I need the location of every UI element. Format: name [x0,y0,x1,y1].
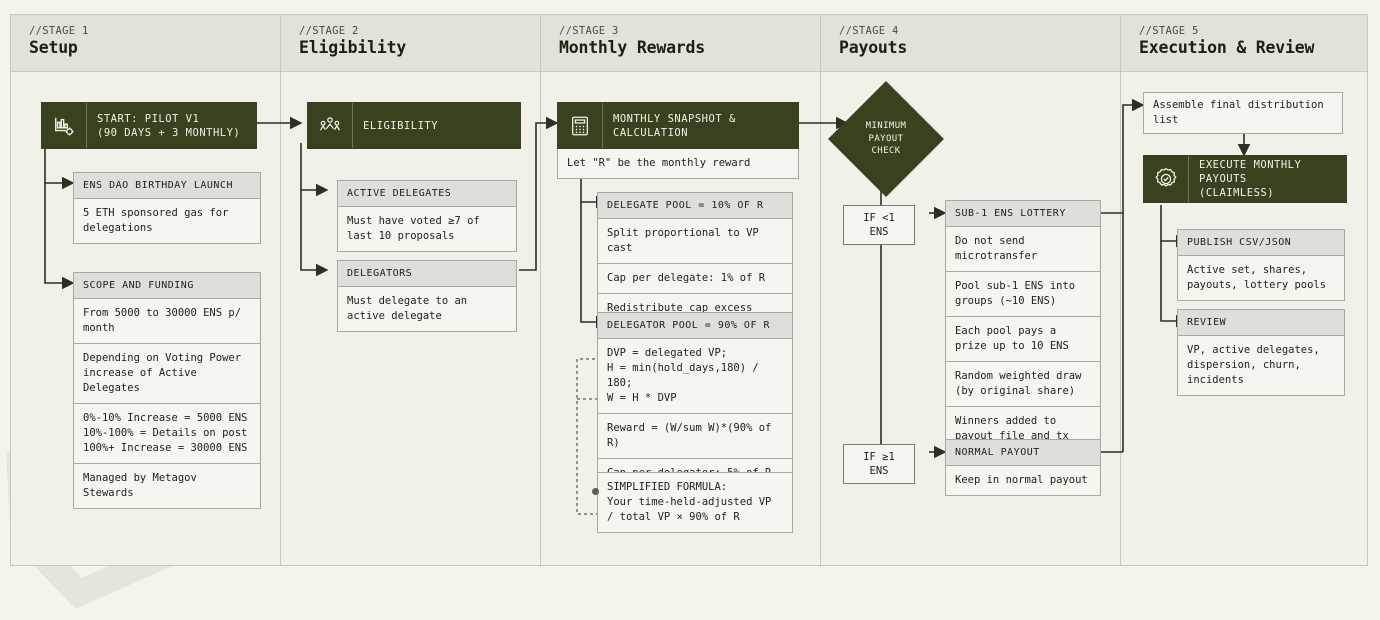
stage-column-4: //STAGE 4 Payouts MINIMUM PAYOUT CHECK I… [821,15,1121,565]
node-execute-label: EXECUTE MONTHLY PAYOUTS (CLAIMLESS) [1199,159,1302,199]
card-row: Pool sub-1 ENS into groups (~10 ENS) [946,272,1100,317]
people-group-icon [308,103,353,148]
stage-title: Eligibility [299,38,407,57]
stage-column-3: //STAGE 3 Monthly Rewards [541,15,821,565]
card-delegate-pool[interactable]: DELEGATE POOL = 10% OF R Split proportio… [597,192,793,324]
card-row: Must delegate to an active delegate [347,295,468,322]
stage-title: Execution & Review [1139,38,1315,57]
node-monthly-snapshot[interactable]: MONTHLY SNAPSHOT & CALCULATION [557,102,799,149]
card-header: ACTIVE DELEGATES [338,181,516,207]
stage-kicker: //STAGE 1 [29,25,89,37]
stage-header-2: //STAGE 2 Eligibility [281,15,540,72]
card-row: Do not send microtransfer [946,227,1100,272]
card-scope-and-funding[interactable]: SCOPE AND FUNDING From 5000 to 30000 ENS… [73,272,261,509]
node-monthly-snapshot-label: MONTHLY SNAPSHOT & CALCULATION [613,112,736,139]
note-body: Your time-held-adjusted VP / total VP × … [607,496,772,523]
card-row: 0%-10% Increase = 5000 ENS 10%-100% = De… [74,404,260,464]
note-title: SIMPLIFIED FORMULA: [607,481,728,493]
stage-body-5: Assemble final distribution list EXECUTE… [1121,72,1367,567]
node-eligibility[interactable]: ELIGIBILITY [307,102,521,149]
card-row: 5 ETH sponsored gas for delegations [83,207,229,234]
card-active-delegates[interactable]: ACTIVE DELEGATES Must have voted ≥7 of l… [337,180,517,252]
card-row: Active set, shares, payouts, lottery poo… [1187,264,1327,291]
stage-kicker: //STAGE 4 [839,25,899,37]
card-ens-dao-birthday-launch[interactable]: ENS DAO BIRTHDAY LAUNCH 5 ETH sponsored … [73,172,261,244]
stage-title: Monthly Rewards [559,38,706,57]
card-delegators[interactable]: DELEGATORS Must delegate to an active de… [337,260,517,332]
card-header: DELEGATORS [338,261,516,287]
card-header: SUB-1 ENS LOTTERY [946,201,1100,227]
card-row: VP, active delegates, dispersion, churn,… [1187,344,1320,386]
node-execute-monthly-payouts[interactable]: EXECUTE MONTHLY PAYOUTS (CLAIMLESS) [1143,155,1347,203]
card-header: DELEGATE POOL = 10% OF R [598,193,792,219]
note-simplified-formula: SIMPLIFIED FORMULA: Your time-held-adjus… [597,472,793,533]
branch-label-if-at-least-1-ens: IF ≥1 ENS [843,444,915,484]
stage-header-1: //STAGE 1 Setup [11,15,280,72]
node-eligibility-label: ELIGIBILITY [363,119,439,132]
card-row: Split proportional to VP cast [598,219,792,264]
card-normal-payout[interactable]: NORMAL PAYOUT Keep in normal payout [945,439,1101,496]
card-row: Cap per delegate: 1% of R [598,264,792,294]
stage-kicker: //STAGE 3 [559,25,619,37]
card-publish-csv-json[interactable]: PUBLISH CSV/JSON Active set, shares, pay… [1177,229,1345,301]
card-header: REVIEW [1178,310,1344,336]
stage-kicker: //STAGE 5 [1139,25,1199,37]
decision-label: MINIMUM PAYOUT CHECK [865,121,907,156]
stage-column-2: //STAGE 2 Eligibility ELIGIBILITY ACTIVE… [281,15,541,565]
card-row: Depending on Voting Power increase of Ac… [74,344,260,404]
stage-header-5: //STAGE 5 Execution & Review [1121,15,1367,72]
stage-title: Payouts [839,38,908,57]
stage-body-1: START: PILOT V1 (90 DAYS + 3 MONTHLY) EN… [11,72,280,567]
calculator-icon [558,103,603,148]
card-row: Each pool pays a prize up to 10 ENS [946,317,1100,362]
node-assemble-distribution-list[interactable]: Assemble final distribution list [1143,92,1343,134]
stage-title: Setup [29,38,78,57]
node-reward-definition: Let "R" be the monthly reward [557,149,799,179]
card-row: Must have voted ≥7 of last 10 proposals [347,215,480,242]
card-row: DVP = delegated VP; H = min(hold_days,18… [598,339,792,414]
node-start-pilot[interactable]: START: PILOT V1 (90 DAYS + 3 MONTHLY) [41,102,257,149]
bar-chart-gear-icon [42,103,87,148]
stage-body-2: ELIGIBILITY ACTIVE DELEGATES Must have v… [281,72,540,567]
stage-body-4: MINIMUM PAYOUT CHECK IF <1 ENS IF ≥1 ENS… [821,72,1120,567]
stage-header-4: //STAGE 4 Payouts [821,15,1120,72]
card-row: Redistribute cap excess [607,302,753,314]
stage-body-3: MONTHLY SNAPSHOT & CALCULATION Let "R" b… [541,72,820,567]
flowchart-board: //STAGE 1 Setup START: PILOT V1 (90 DAYS… [10,14,1368,566]
card-row: Random weighted draw (by original share) [946,362,1100,407]
stage-column-5: //STAGE 5 Execution & Review Assemble fi… [1121,15,1367,565]
card-row: From 5000 to 30000 ENS p/ month [74,299,260,344]
stage-kicker: //STAGE 2 [299,25,359,37]
card-header: SCOPE AND FUNDING [74,273,260,299]
branch-label-if-less-than-1-ens: IF <1 ENS [843,205,915,245]
node-start-pilot-label: START: PILOT V1 (90 DAYS + 3 MONTHLY) [97,112,241,139]
seal-check-icon [1144,156,1189,202]
card-row: Managed by Metagov Stewards [83,472,197,499]
card-row: Reward = (W/sum W)*(90% of R) [598,414,792,459]
card-header: PUBLISH CSV/JSON [1178,230,1344,256]
card-header: ENS DAO BIRTHDAY LAUNCH [74,173,260,199]
card-row: Keep in normal payout [955,474,1088,486]
card-review[interactable]: REVIEW VP, active delegates, dispersion,… [1177,309,1345,396]
stage-header-3: //STAGE 3 Monthly Rewards [541,15,820,72]
card-header: NORMAL PAYOUT [946,440,1100,466]
card-sub-1-ens-lottery[interactable]: SUB-1 ENS LOTTERY Do not send microtrans… [945,200,1101,467]
stage-column-1: //STAGE 1 Setup START: PILOT V1 (90 DAYS… [11,15,281,565]
note-anchor-dot [592,488,599,495]
card-header: DELEGATOR POOL = 90% OF R [598,313,792,339]
